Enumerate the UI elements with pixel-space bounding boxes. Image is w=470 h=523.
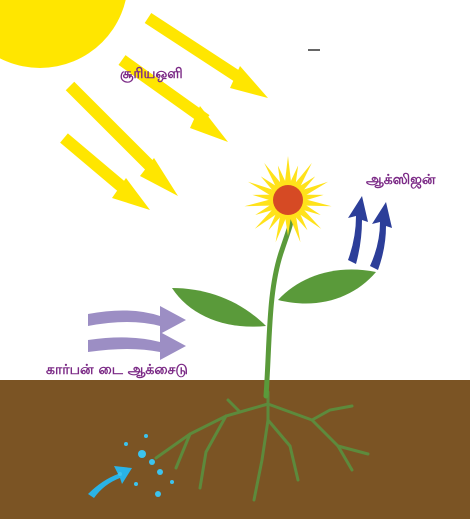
sunlight-label: சூரியஒளி — [120, 66, 183, 84]
co2-arrow — [88, 332, 186, 360]
oxygen-arrow — [370, 202, 392, 270]
carbon-dioxide-arrows — [88, 306, 186, 360]
sunlight-ray — [70, 86, 178, 196]
oxygen-label: ஆக்ஸிஜன் — [366, 172, 435, 190]
oxygen-arrows — [348, 196, 392, 270]
sun-icon — [0, 0, 128, 68]
soil — [0, 380, 470, 519]
oxygen-arrow — [348, 196, 368, 264]
leaf-right — [278, 270, 376, 304]
plant-stem — [266, 214, 292, 396]
co2-arrow — [88, 306, 186, 334]
flower-icon — [244, 156, 332, 243]
carbon-dioxide-label: கார்பன் டை ஆக்சைடு — [46, 362, 188, 380]
leaf-left — [172, 288, 266, 327]
